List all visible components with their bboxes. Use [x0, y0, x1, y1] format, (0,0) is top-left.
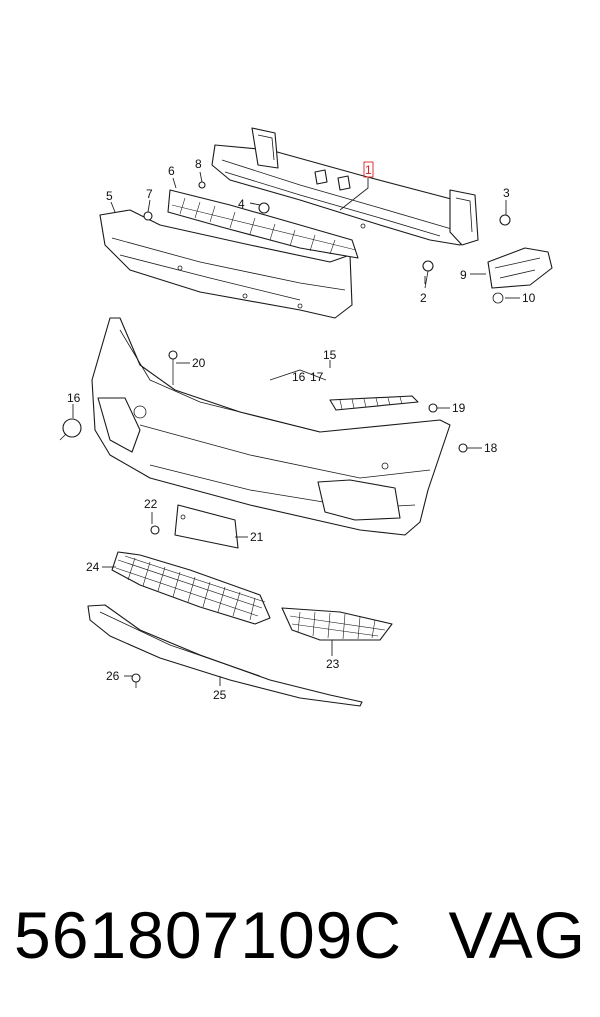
- callout-24: 24: [86, 560, 100, 574]
- callout-22: 22: [144, 497, 158, 511]
- callout-16-left: 16: [67, 391, 81, 405]
- bumper-cover-part: [91, 317, 451, 536]
- callout-8: 8: [195, 157, 202, 171]
- callout-7: 7: [146, 187, 153, 201]
- side-grille-part: [281, 607, 393, 641]
- callout-4: 4: [238, 197, 245, 211]
- callout-1: 1: [365, 163, 372, 177]
- exploded-parts-diagram: 1 2 3 4 5 6 7 8 9 10 15 16 17 16 19 18 2…: [59, 127, 553, 707]
- side-bracket-part: [487, 247, 553, 304]
- lower-cover-part: [99, 209, 353, 319]
- callout-25: 25: [213, 688, 227, 702]
- spoiler-lip-part: [87, 604, 363, 707]
- callout-21: 21: [250, 530, 264, 544]
- brand-label: VAG: [448, 898, 586, 972]
- guide-bracket-part: [167, 189, 359, 259]
- callout-3: 3: [503, 186, 510, 200]
- footer-caption: 561807109C VAG: [0, 890, 600, 980]
- callout-labels: 1 2 3 4 5 6 7 8 9 10 15 16 17 16 19 18 2…: [67, 157, 536, 702]
- lower-grille-part: [111, 551, 271, 625]
- tow-eye-cap-part: [59, 418, 82, 441]
- callout-17: 17: [310, 370, 324, 384]
- bumper-reinforcement-part: [211, 127, 479, 246]
- fasteners: [131, 181, 511, 688]
- callout-20: 20: [192, 356, 206, 370]
- callout-6: 6: [168, 164, 175, 178]
- callout-10: 10: [522, 291, 536, 305]
- leader-lines: [72, 171, 520, 686]
- callout-16-top: 16: [292, 370, 306, 384]
- callout-19: 19: [452, 401, 466, 415]
- callout-26: 26: [106, 669, 120, 683]
- callout-18: 18: [484, 441, 498, 455]
- trim-strip-part: [329, 395, 419, 411]
- callout-15: 15: [323, 348, 337, 362]
- callout-5: 5: [106, 189, 113, 203]
- callout-9: 9: [460, 268, 467, 282]
- callout-2: 2: [420, 291, 427, 305]
- licence-plate-bracket-part: [174, 504, 239, 549]
- callout-23: 23: [326, 657, 340, 671]
- highlight-box: [363, 161, 374, 178]
- part-number-label: 561807109C: [14, 898, 403, 972]
